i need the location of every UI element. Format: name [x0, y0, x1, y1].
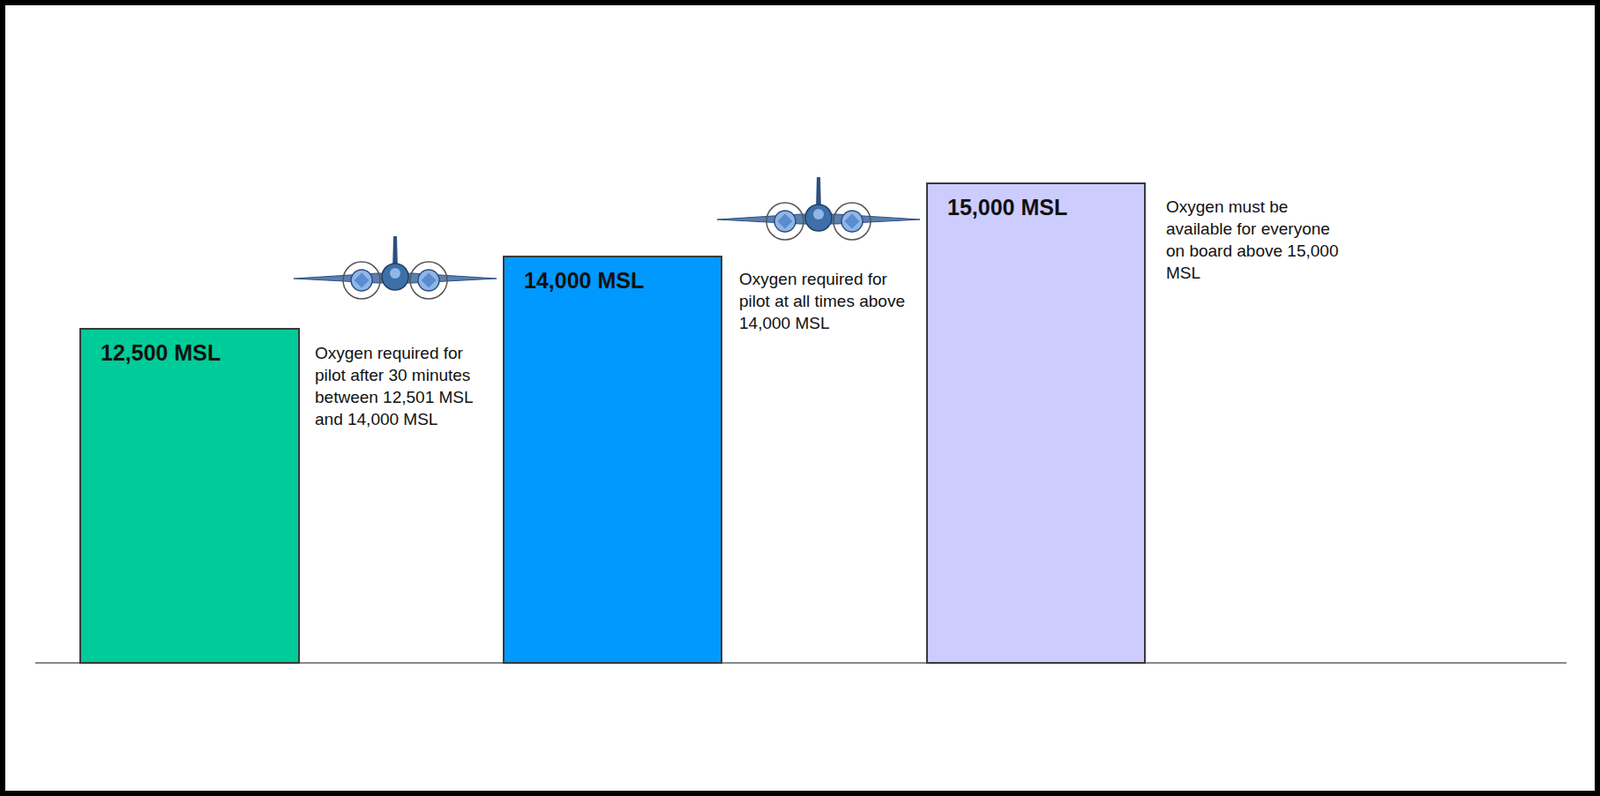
altitude-bar: 15,000 MSL: [926, 182, 1146, 665]
note-text: Oxygen required for pilot after 30 minut…: [314, 342, 499, 431]
altitude-label: 14,000 MSL: [504, 257, 721, 294]
altitude-label: 15,000 MSL: [927, 184, 1144, 221]
note-text: Oxygen must be available for everyone on…: [1166, 195, 1343, 285]
note-text: Oxygen required for pilot at all times a…: [739, 268, 916, 335]
airplane-icon: [717, 177, 920, 240]
altitude-bar: 14,000 MSL: [502, 255, 723, 665]
altitude-bar: 12,500 MSL: [79, 328, 300, 665]
airplane-icon: [293, 236, 497, 300]
altitude-label: 12,500 MSL: [81, 329, 299, 367]
